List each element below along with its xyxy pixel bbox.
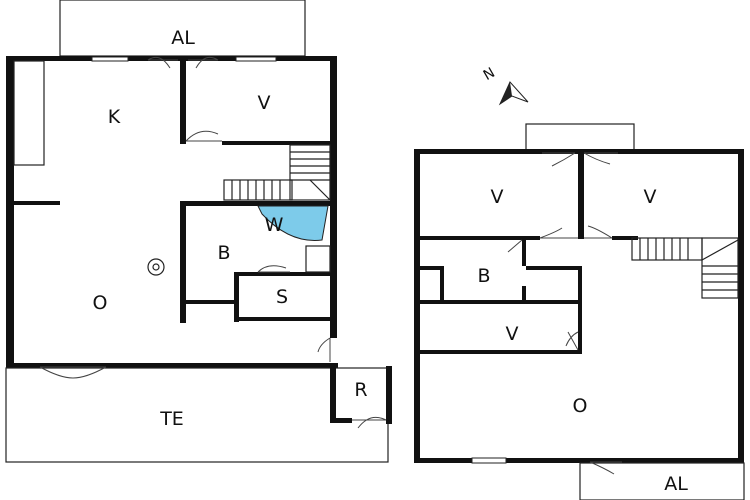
door-swing xyxy=(539,227,578,239)
window xyxy=(235,56,277,62)
room-label-s: S xyxy=(276,286,288,308)
wall-r-left xyxy=(330,363,336,421)
wall-bath xyxy=(420,266,444,270)
wall-bath-top xyxy=(526,266,582,270)
room-label-b: B xyxy=(477,265,490,287)
wall-mid-right xyxy=(578,266,582,352)
wall-right xyxy=(330,56,337,338)
wall-bath xyxy=(440,266,444,302)
wall-v xyxy=(180,56,186,144)
window xyxy=(471,457,507,464)
compass-arrow-icon xyxy=(500,82,512,104)
wall-top xyxy=(6,56,336,61)
door-swing xyxy=(317,337,331,362)
wall-v-bottom xyxy=(612,236,638,240)
door-swing xyxy=(589,461,622,475)
door-swing xyxy=(584,225,613,239)
wall-bath-bottom xyxy=(180,300,236,304)
wall-left xyxy=(6,56,14,368)
room-label-v: V xyxy=(644,186,657,208)
wall-storage-bottom xyxy=(234,317,332,321)
room-label-v: V xyxy=(491,186,504,208)
door-swing xyxy=(542,152,576,167)
room-label-o: O xyxy=(93,292,108,314)
room-label-v: V xyxy=(506,323,519,345)
wall-bath-right xyxy=(522,240,526,266)
drain-icon xyxy=(152,263,160,271)
room-label-k: K xyxy=(108,106,121,128)
wall-storage-top xyxy=(234,272,330,276)
wall-storage-left xyxy=(234,272,239,322)
room-label-te: TE xyxy=(159,408,184,430)
drain-icon xyxy=(147,258,165,276)
fixture xyxy=(305,245,331,273)
shower-area xyxy=(257,205,329,241)
wall-left xyxy=(414,149,420,463)
wall-r-right xyxy=(386,366,392,424)
door-swing xyxy=(185,130,222,142)
compass: N xyxy=(481,65,529,106)
ground-floor: AL K V W B S O TE R xyxy=(5,0,392,463)
room-label-v: V xyxy=(258,92,271,114)
door-swing xyxy=(188,56,219,69)
window xyxy=(91,56,129,62)
wall-bath-bottom xyxy=(420,300,522,304)
wall-right xyxy=(738,149,744,463)
wall-v-mid-bottom xyxy=(420,350,582,354)
door-swing xyxy=(147,56,178,69)
door-swing xyxy=(565,331,579,351)
door-swing xyxy=(39,366,107,379)
wall-bath-left xyxy=(180,201,186,323)
wall-partial xyxy=(10,201,60,205)
wall-mid-top xyxy=(526,300,578,304)
balcony-outline xyxy=(525,123,635,151)
wall-r-bottom xyxy=(330,418,352,423)
stairs xyxy=(223,144,331,201)
wall-v-bottom xyxy=(222,141,332,145)
room-label-al: AL xyxy=(664,473,688,495)
compass-label: N xyxy=(481,65,498,84)
room-label-o: O xyxy=(573,395,588,417)
stairs xyxy=(631,237,739,299)
door-swing xyxy=(352,416,387,429)
wall-bottom xyxy=(6,363,338,368)
door-gap xyxy=(330,338,337,363)
room-label-r: R xyxy=(354,379,367,401)
door-swing xyxy=(257,265,290,273)
door-swing xyxy=(583,152,618,165)
wall-bath-right xyxy=(522,286,526,304)
wall-bottom xyxy=(414,458,744,463)
wall-v-divider xyxy=(578,149,584,239)
kitchen-counter xyxy=(13,60,45,166)
room-label-al: AL xyxy=(171,27,195,49)
balcony-outline xyxy=(579,462,745,500)
room-label-w: W xyxy=(265,214,284,236)
door-swing xyxy=(507,239,523,253)
wall-v-bottom xyxy=(420,236,540,240)
upper-floor: V V B V O AL xyxy=(414,123,745,500)
room-label-b: B xyxy=(217,242,230,264)
wall-bath-top xyxy=(180,201,330,206)
